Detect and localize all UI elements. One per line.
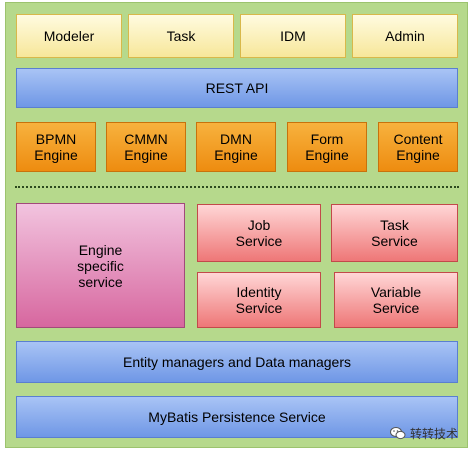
content-engine-box: Content Engine — [378, 122, 458, 172]
form-engine-box: Form Engine — [287, 122, 367, 172]
engine-specific-service-box: Engine specific service — [16, 203, 185, 328]
identity-service-box: Identity Service — [197, 272, 321, 328]
watermark-text: 转转技术 — [410, 426, 459, 441]
content-engine-label: Content Engine — [393, 131, 443, 163]
job-service-box: Job Service — [197, 204, 321, 262]
watermark: 转转技术 — [390, 424, 458, 442]
rest-api-label: REST API — [205, 80, 269, 96]
layer-divider — [15, 186, 459, 188]
idm-box: IDM — [240, 14, 346, 58]
variable-service-box: Variable Service — [334, 272, 458, 328]
modeler-box: Modeler — [16, 14, 122, 58]
mybatis-bar: MyBatis Persistence Service — [16, 396, 458, 438]
entity-managers-bar: Entity managers and Data managers — [16, 341, 458, 383]
cmmn-engine-label: CMMN Engine — [124, 131, 168, 163]
admin-box: Admin — [352, 14, 458, 58]
modeler-label: Modeler — [43, 28, 95, 44]
task-service-box: Task Service — [331, 204, 458, 262]
rest-api-bar: REST API — [16, 68, 458, 108]
admin-label: Admin — [385, 28, 425, 44]
bpmn-engine-box: BPMN Engine — [16, 122, 96, 172]
entity-managers-label: Entity managers and Data managers — [122, 354, 351, 370]
task-app-box: Task — [128, 14, 234, 58]
identity-service-label: Identity Service — [235, 284, 283, 316]
idm-label: IDM — [280, 28, 306, 44]
mybatis-label: MyBatis Persistence Service — [148, 409, 326, 425]
job-service-label: Job Service — [235, 217, 283, 249]
task-service-label: Task Service — [371, 217, 418, 249]
engine-specific-service-label: Engine specific service — [77, 241, 124, 290]
task-app-label: Task — [166, 28, 196, 44]
cmmn-engine-box: CMMN Engine — [106, 122, 186, 172]
form-engine-label: Form Engine — [305, 131, 349, 163]
dmn-engine-label: DMN Engine — [214, 131, 258, 163]
dmn-engine-box: DMN Engine — [196, 122, 276, 172]
bpmn-engine-label: BPMN Engine — [34, 131, 78, 163]
wechat-icon — [390, 427, 406, 440]
variable-service-label: Variable Service — [370, 284, 422, 316]
